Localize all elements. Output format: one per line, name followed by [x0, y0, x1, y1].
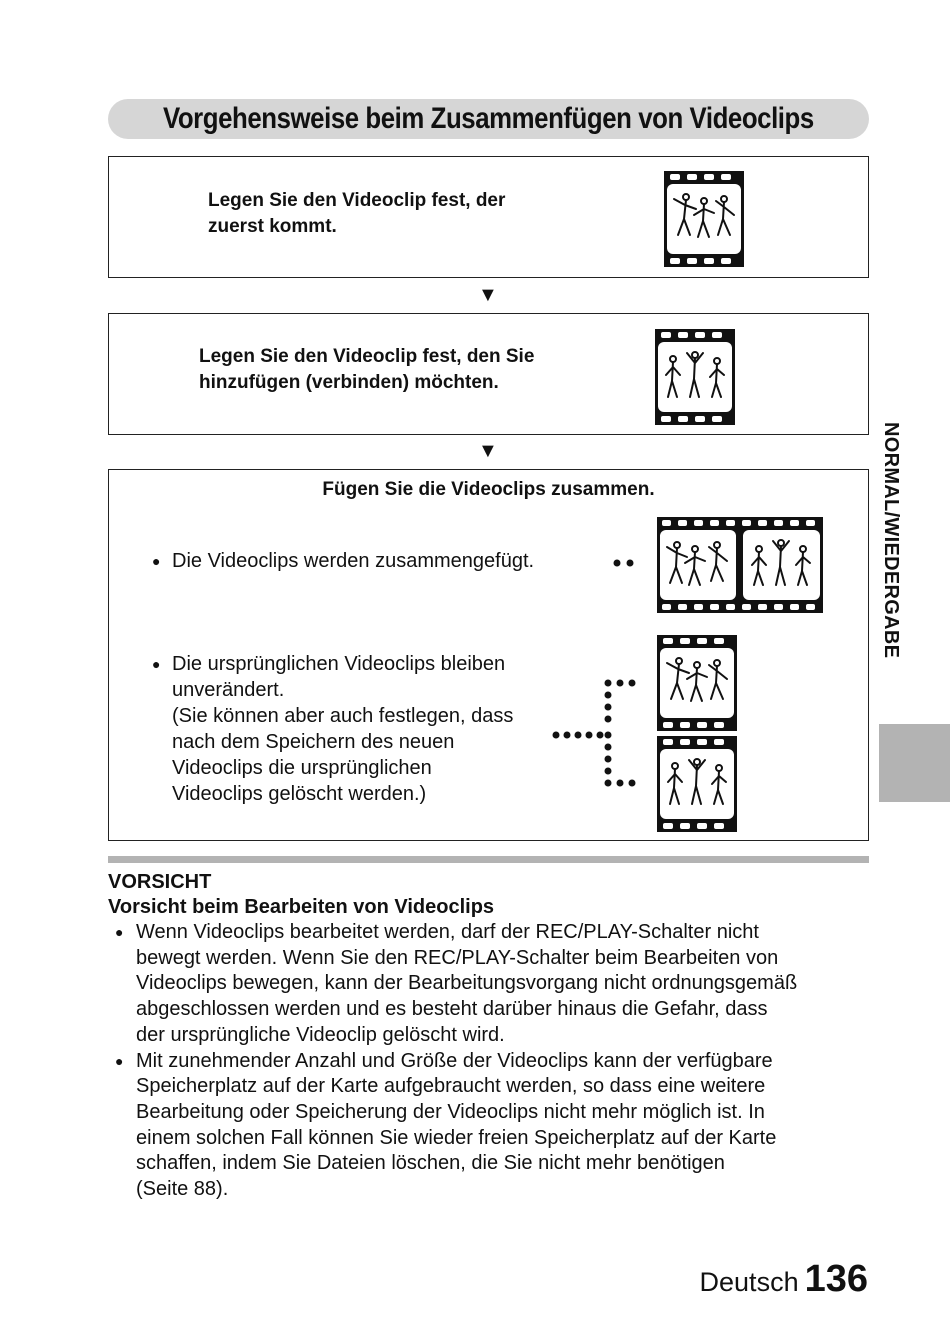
video-clip-icon [655, 329, 735, 425]
page-number: 136 [804, 1258, 868, 1300]
dotted-connector-icon [613, 559, 634, 567]
caution-divider [108, 856, 869, 863]
original-video-clip-icon [657, 635, 737, 731]
step-2-box: Legen Sie den Videoclip fest, den Sie hi… [108, 313, 869, 435]
step-2-text: Legen Sie den Videoclip fest, den Sie hi… [199, 346, 535, 393]
caution-list: ● Wenn Videoclips bearbeitet werden, dar… [108, 920, 873, 1203]
caution-item: ● Mit zunehmender Anzahl und Größe der V… [115, 1049, 777, 1201]
caution-item: ● Wenn Videoclips bearbeitet werden, dar… [115, 921, 798, 1046]
flow-arrow-2: ▼ [478, 440, 498, 462]
combined-video-clip-icon [657, 517, 823, 613]
step-1-text: Legen Sie den Videoclip fest, der zuerst… [208, 190, 506, 237]
step-1-box: Legen Sie den Videoclip fest, der zuerst… [108, 156, 869, 278]
page-title-bar: Vorgehensweise beim Zusammenfügen von Vi… [108, 99, 869, 139]
step-3-heading: Fügen Sie die Videoclips zusammen. [322, 479, 655, 500]
side-tab-marker [879, 724, 950, 802]
flow-arrow-1: ▼ [478, 284, 498, 306]
video-clip-icon [664, 171, 744, 267]
dotted-branch-connector-icon [552, 679, 636, 787]
caution-heading: VORSICHT [108, 871, 212, 893]
caution-subheading: Vorsicht beim Bearbeiten von Videoclips [108, 896, 495, 918]
footer-language: Deutsch [699, 1267, 799, 1297]
side-tab-label: NORMAL/WIEDERGABE [880, 422, 902, 659]
page-title: Vorgehensweise beim Zusammenfügen von Vi… [163, 102, 814, 135]
original-video-clip-icon [657, 736, 737, 832]
